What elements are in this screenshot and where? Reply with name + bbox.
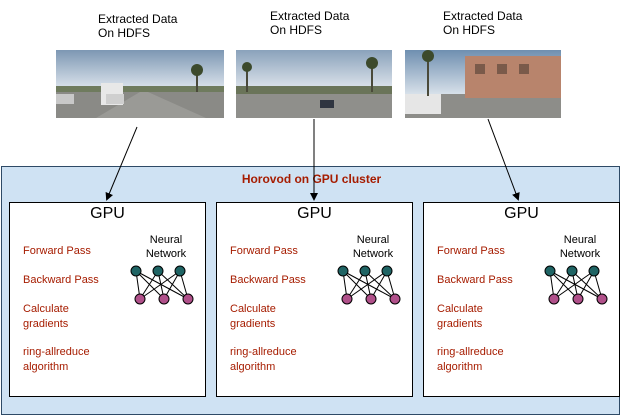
neural-network-label: Neural Network: [343, 233, 403, 261]
gpu-box-3: GPU Forward Pass Backward Pass Calculate…: [423, 202, 620, 397]
step-gradients: gradients: [23, 318, 69, 330]
step-ring-allreduce: ring-allreduce: [23, 346, 90, 358]
nn-label-line2: Network: [145, 248, 187, 260]
source-label-2-line2: On HDFS: [270, 23, 323, 37]
step-gradients: gradients: [230, 318, 276, 330]
source-label-1: Extracted Data On HDFS: [98, 12, 177, 40]
neural-network-label: Neural Network: [550, 233, 610, 261]
step-gradients: gradients: [437, 318, 483, 330]
step-ring-allreduce: ring-allreduce: [230, 346, 297, 358]
step-backward-pass: Backward Pass: [437, 274, 513, 286]
arrow-3: [487, 118, 520, 201]
step-backward-pass: Backward Pass: [23, 274, 99, 286]
neural-network-label: Neural Network: [136, 233, 196, 261]
nn-label-line1: Neural: [563, 234, 597, 246]
neural-network-icon: [337, 265, 401, 305]
source-label-3-line2: On HDFS: [443, 23, 496, 37]
gpu-title: GPU: [297, 205, 332, 222]
step-ring-allreduce: ring-allreduce: [437, 346, 504, 358]
step-calculate: Calculate: [23, 303, 69, 315]
neural-network-icon: [130, 265, 194, 305]
step-forward-pass: Forward Pass: [23, 245, 91, 257]
source-label-2-line1: Extracted Data: [270, 9, 350, 23]
nn-label-line1: Neural: [356, 234, 390, 246]
street-photo-2: [236, 50, 392, 118]
step-algorithm: algorithm: [23, 361, 69, 373]
step-algorithm: algorithm: [230, 361, 276, 373]
gpu-box-2: GPU Forward Pass Backward Pass Calculate…: [216, 202, 413, 397]
nn-label-line1: Neural: [149, 234, 183, 246]
neural-network-icon: [544, 265, 608, 305]
street-photo-1: [56, 50, 224, 118]
nn-label-line2: Network: [352, 248, 394, 260]
street-photo-3: [405, 50, 561, 118]
step-calculate: Calculate: [230, 303, 276, 315]
step-backward-pass: Backward Pass: [230, 274, 306, 286]
source-label-1-line2: On HDFS: [98, 26, 151, 40]
source-label-3-line1: Extracted Data: [443, 9, 523, 23]
gpu-title: GPU: [504, 205, 539, 222]
source-label-3: Extracted Data On HDFS: [443, 9, 522, 37]
step-calculate: Calculate: [437, 303, 483, 315]
nn-label-line2: Network: [559, 248, 601, 260]
step-forward-pass: Forward Pass: [230, 245, 298, 257]
source-label-1-line1: Extracted Data: [98, 12, 178, 26]
step-forward-pass: Forward Pass: [437, 245, 505, 257]
gpu-box-1: GPU Forward Pass Backward Pass Calculate…: [9, 202, 206, 397]
gpu-title: GPU: [90, 205, 125, 222]
step-algorithm: algorithm: [437, 361, 483, 373]
arrow-1: [105, 126, 138, 201]
cluster-title: Horovod on GPU cluster: [241, 172, 382, 186]
source-label-2: Extracted Data On HDFS: [270, 9, 349, 37]
